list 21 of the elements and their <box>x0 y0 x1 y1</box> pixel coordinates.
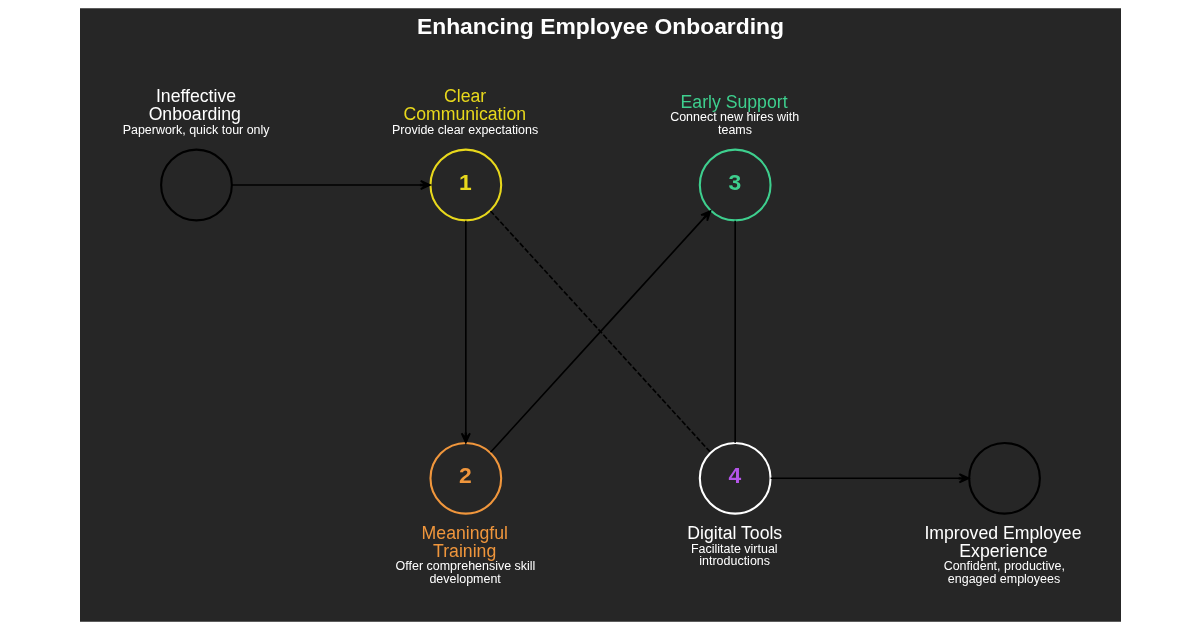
node-label: Offer comprehensive skill development <box>395 559 535 586</box>
node-label: Clear Communication <box>402 86 526 125</box>
node-label: Meaningful Training <box>421 523 508 561</box>
node-circle: 4 <box>698 441 772 515</box>
node-label: Ineffective Onboarding <box>148 86 241 125</box>
node-circle <box>159 148 233 222</box>
node-label: Improved Employee Experience <box>923 523 1081 561</box>
node-label: Early Support <box>680 91 788 112</box>
arrow <box>769 473 970 484</box>
node-circle: 1 <box>428 148 502 222</box>
connector <box>733 219 736 444</box>
node-label: Facilitate virtual introductions <box>690 541 778 569</box>
node-label: Connect new hires with teams <box>669 110 799 137</box>
node-label: Provide clear expectations <box>391 122 538 137</box>
diagram-title: Enhancing Employee Onboarding <box>416 12 784 39</box>
arrow <box>230 179 431 191</box>
arrow <box>460 219 471 444</box>
node-label: Digital Tools <box>686 523 782 544</box>
node-label: Confident, productive, engaged employees <box>943 559 1065 586</box>
node-circle: 2 <box>428 441 502 515</box>
node-circle <box>967 441 1041 515</box>
